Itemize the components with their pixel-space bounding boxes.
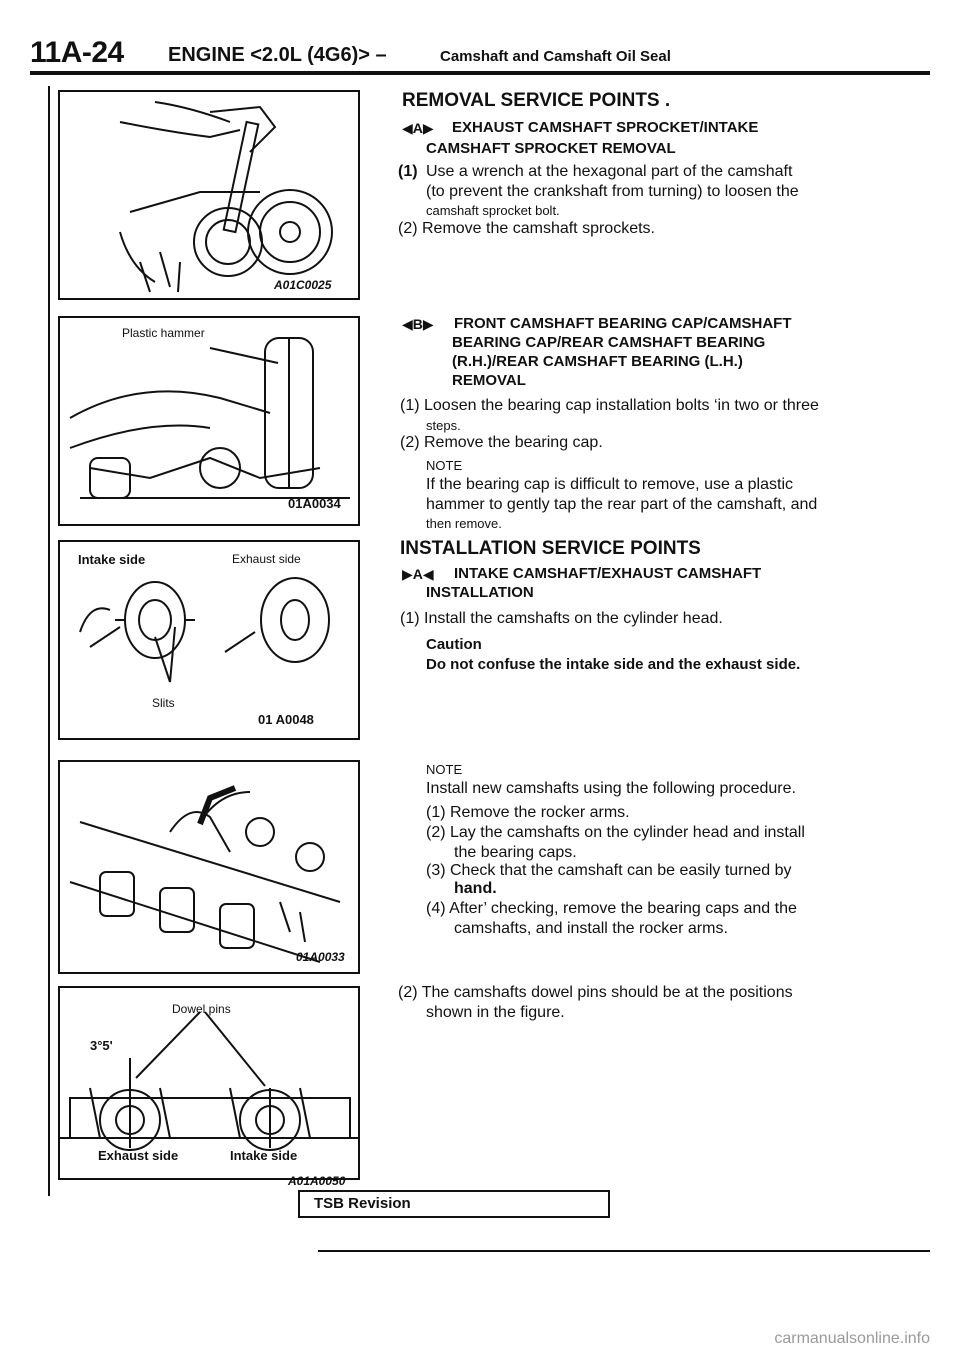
procedure-b-title: FRONT CAMSHAFT BEARING CAP/CAMSHAFT [454, 315, 792, 332]
procedure-a-title-cont: CAMSHAFT SPROCKET REMOVAL [426, 140, 676, 157]
caution-label: Caution [426, 636, 482, 653]
intake-side-label: Intake side [230, 1148, 298, 1163]
figure-code: 01 A0048 [258, 712, 314, 727]
procedure-b-title-cont: REMOVAL [452, 372, 526, 389]
plastic-hammer-label: Plastic hammer [122, 326, 205, 340]
step-text: steps. [426, 418, 461, 433]
step-text: (1) Install the camshafts on the cylinde… [400, 610, 723, 627]
sub-step: (3) Check that the camshaft can be easil… [426, 862, 792, 879]
note-text: If the bearing cap is difficult to remov… [426, 476, 794, 493]
marker-b-letter: B [412, 316, 423, 332]
procedure-install-title: INTAKE CAMSHAFT/EXHAUST CAMSHAFT [454, 565, 762, 582]
header-rule [30, 71, 930, 75]
tsb-revision-label: TSB Revision [314, 1195, 411, 1212]
figure-code: 01A0033 [296, 950, 345, 964]
note-text: hammer to gently tap the rear part of th… [426, 496, 818, 513]
watermark: carmanualsonline.info [774, 1330, 930, 1347]
caution-text: Do not confuse the intake side and the e… [426, 656, 801, 673]
marker-install-a-icon: ▶A◀ [402, 566, 434, 582]
note-text: Install new camshafts using the followin… [426, 780, 796, 797]
step-text: Use a wrench at the hexagonal part of th… [426, 163, 793, 180]
cylinder-head-illustration [69, 785, 341, 963]
procedure-b-title-cont: BEARING CAP/REAR CAMSHAFT BEARING [452, 334, 766, 351]
step-text: camshaft sprocket bolt. [426, 203, 560, 218]
figure-plastic-hammer: Plastic hammer 01A0034 [58, 316, 360, 526]
installation-heading: INSTALLATION SERVICE POINTS [400, 538, 701, 559]
sub-step: (1) Remove the rocker arms. [426, 804, 630, 821]
figure-turn-camshaft: 01A0033 [58, 760, 360, 974]
figure-code: 01A0034 [288, 496, 341, 511]
step-text: (to prevent the crankshaft from turning)… [426, 183, 799, 200]
figure-intake-exhaust: Intake side Exhaust side Slits 01 A0048 [58, 540, 360, 740]
step-text: (2) Remove the bearing cap. [400, 434, 603, 451]
marker-install-a-letter: A [412, 566, 423, 582]
step-text: (2) Remove the camshaft sprockets. [398, 220, 655, 237]
dowel-angle-label: 3°5' [90, 1038, 113, 1053]
step-text: shown in the figure. [426, 1004, 565, 1021]
note-label: NOTE [426, 458, 463, 473]
slits-label: Slits [152, 696, 175, 710]
section-title: ENGINE <2.0L (4G6)> – [168, 44, 387, 66]
tsb-revision-box: TSB Revision [298, 1190, 610, 1218]
sub-step: (4) After’ checking, remove the bearing … [426, 900, 797, 917]
marker-b-icon: ◀B▶ [402, 316, 434, 332]
sub-step: hand. [454, 880, 497, 897]
note-text: then remove. [426, 516, 502, 531]
step-text: (2) The camshafts dowel pins should be a… [398, 984, 793, 1001]
dowel-pins-illustration [60, 1011, 358, 1151]
hammer-illustration [69, 337, 350, 499]
sub-step: (2) Lay the camshafts on the cylinder he… [426, 824, 805, 841]
procedure-install-title-cont: INSTALLATION [426, 584, 534, 601]
figure-code: A01C0025 [274, 278, 332, 292]
marker-a-icon: ◀A▶ [402, 120, 434, 136]
sub-step: the bearing caps. [454, 844, 577, 861]
exhaust-side-label: Exhaust side [232, 552, 301, 566]
step-text: (1) Loosen the bearing cap installation … [400, 397, 819, 414]
sprocket-illustration [119, 101, 333, 293]
removal-heading: REMOVAL SERVICE POINTS . [402, 90, 671, 111]
procedure-a-title: EXHAUST CAMSHAFT SPROCKET/INTAKE [452, 119, 759, 136]
figure-sprocket-removal: A01C0025 [58, 90, 360, 300]
column-rule [48, 86, 50, 1196]
footer-rule [318, 1250, 930, 1252]
marker-a-letter: A [412, 120, 423, 136]
procedure-b-title-cont: (R.H.)/REAR CAMSHAFT BEARING (L.H.) [452, 353, 743, 370]
section-subtitle: Camshaft and Camshaft Oil Seal [440, 48, 671, 65]
figure-dowel-pins: Dowel pins 3°5' Exhaust side Intake side [58, 986, 360, 1180]
page-number: 11A-24 [30, 36, 124, 69]
note-label: NOTE [426, 762, 463, 777]
dowel-pins-label: Dowel pins [172, 1002, 231, 1016]
camshaft-ends-illustration [79, 577, 330, 683]
intake-side-label: Intake side [78, 552, 146, 567]
exhaust-side-label: Exhaust side [98, 1148, 179, 1163]
step-number: (1) [398, 163, 418, 180]
figure-code: A01A0050 [288, 1174, 346, 1188]
sub-step: camshafts, and install the rocker arms. [454, 920, 728, 937]
